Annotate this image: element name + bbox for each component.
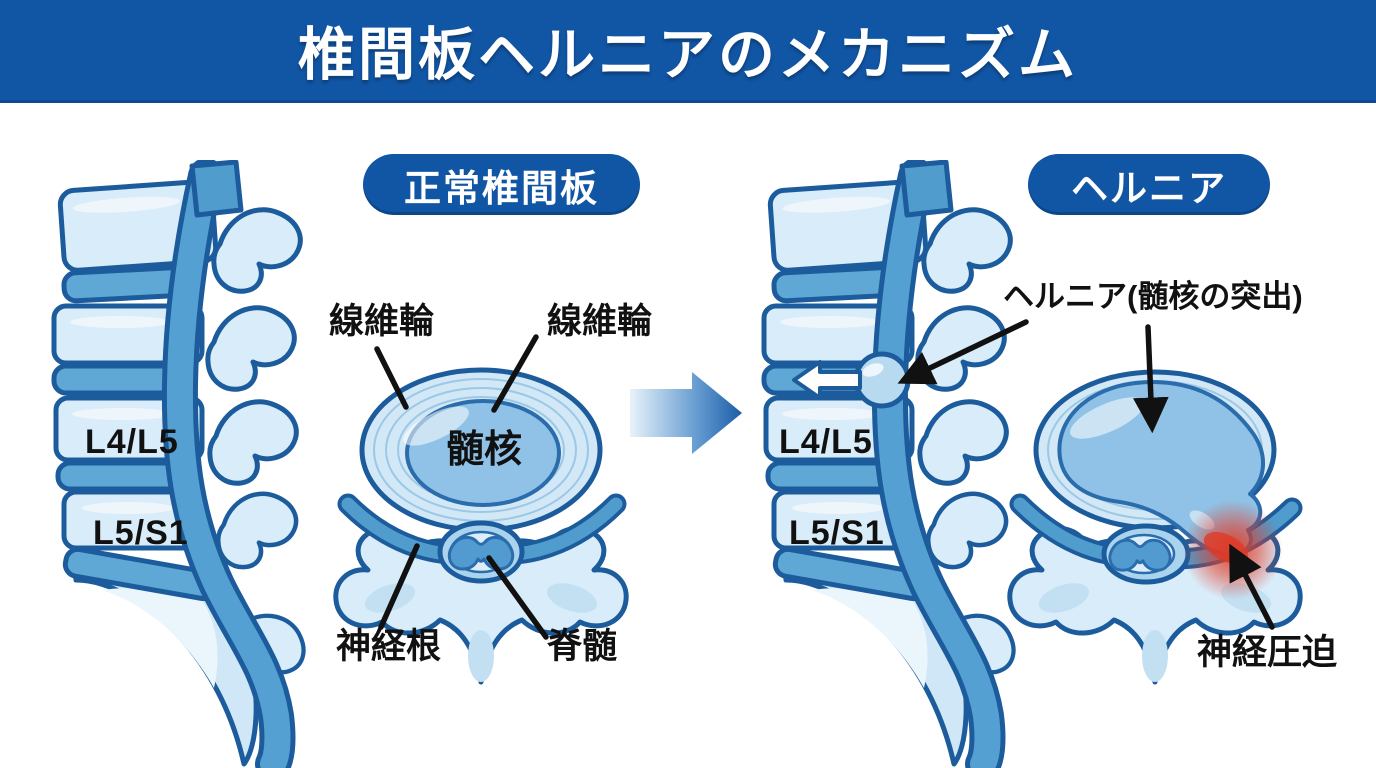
annulus-left-label: 線維輪 xyxy=(329,302,435,341)
left-spine-label-l5s1: L5/S1 xyxy=(93,514,189,552)
herniated-disc-cross-section xyxy=(1002,369,1332,705)
annulus-right-label: 線維輪 xyxy=(547,302,653,341)
nerve-root-label: 神経根 xyxy=(336,627,442,666)
pressure-arrow-icon xyxy=(792,360,862,400)
herniation-label: ヘルニア(髄核の突出) xyxy=(1003,279,1303,314)
normal-disc-heading: 正常椎間板 xyxy=(404,167,599,209)
compression-glow xyxy=(1183,500,1283,600)
hernia-heading-pill: ヘルニア xyxy=(1028,154,1270,215)
normal-disc-heading-pill: 正常椎間板 xyxy=(363,154,640,215)
right-spine-label-l4l5: L4/L5 xyxy=(779,423,873,461)
spinous-process xyxy=(214,210,300,291)
left-spine-label-l4l5: L4/L5 xyxy=(85,423,179,461)
title-banner: 椎間板ヘルニアのメカニズム xyxy=(0,0,1376,103)
spinal-canal xyxy=(871,160,1006,768)
normal-spine-illustration xyxy=(51,160,340,768)
hernia-heading: ヘルニア xyxy=(1071,167,1227,209)
spinal-cord-label: 脊髄 xyxy=(547,627,618,666)
spinal-canal xyxy=(161,160,296,768)
nerve-compression-label: 神経圧迫 xyxy=(1197,633,1338,672)
herniated-spine-illustration xyxy=(761,160,1050,768)
normal-disc-cross-section xyxy=(328,367,644,700)
right-spine-label-l5s1: L5/S1 xyxy=(789,514,885,552)
page-title: 椎間板ヘルニアのメカニズム xyxy=(298,23,1078,87)
nucleus-label: 髄核 xyxy=(446,429,523,471)
herniation-bulge xyxy=(853,351,911,409)
right-arrow-icon xyxy=(630,372,742,454)
